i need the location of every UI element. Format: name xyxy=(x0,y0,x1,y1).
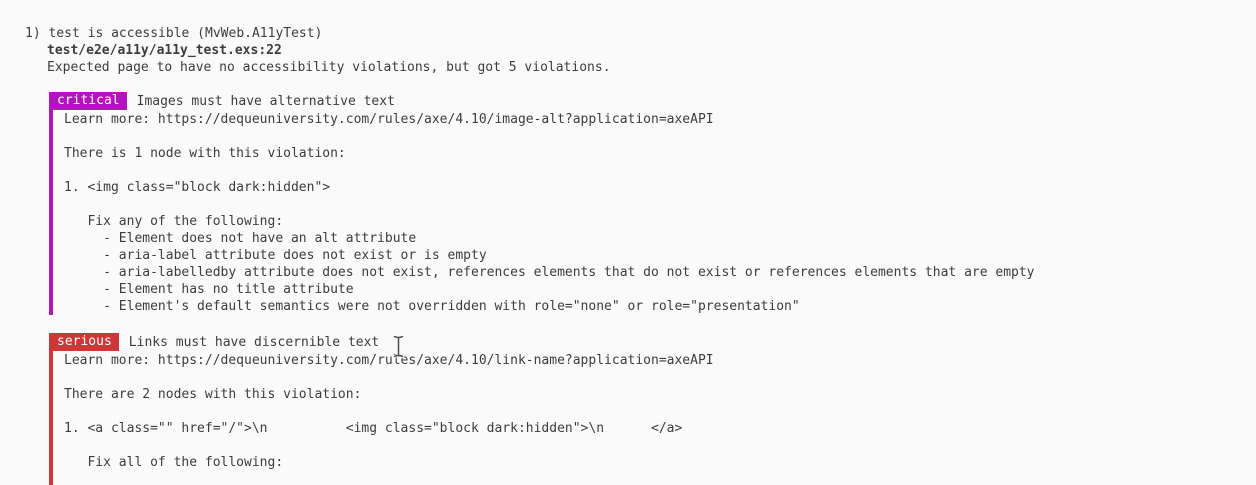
violation-serious: serious Links must have discernible text… xyxy=(49,333,1256,485)
violation-badge-row: serious Links must have discernible text xyxy=(50,333,1256,351)
violation-title: Images must have alternative text xyxy=(136,93,395,109)
violation-details: Learn more: https://dequeuniversity.com/… xyxy=(64,353,714,470)
severity-badge: serious xyxy=(50,333,119,351)
violation-title: Links must have discernible text xyxy=(128,334,380,350)
test-failure-header: 1) test is accessible (MvWeb.A11yTest) t… xyxy=(0,25,1256,76)
violation-badge-row: critical Images must have alternative te… xyxy=(50,92,1256,110)
test-title: 1) test is accessible (MvWeb.A11yTest) xyxy=(25,26,323,41)
violation-details: Learn more: https://dequeuniversity.com/… xyxy=(64,112,1035,314)
severity-badge: critical xyxy=(50,92,127,110)
test-failure-message: Expected page to have no accessibility v… xyxy=(47,60,611,75)
violation-critical: critical Images must have alternative te… xyxy=(49,92,1256,315)
test-file-location: test/e2e/a11y/a11y_test.exs:22 xyxy=(47,43,282,58)
